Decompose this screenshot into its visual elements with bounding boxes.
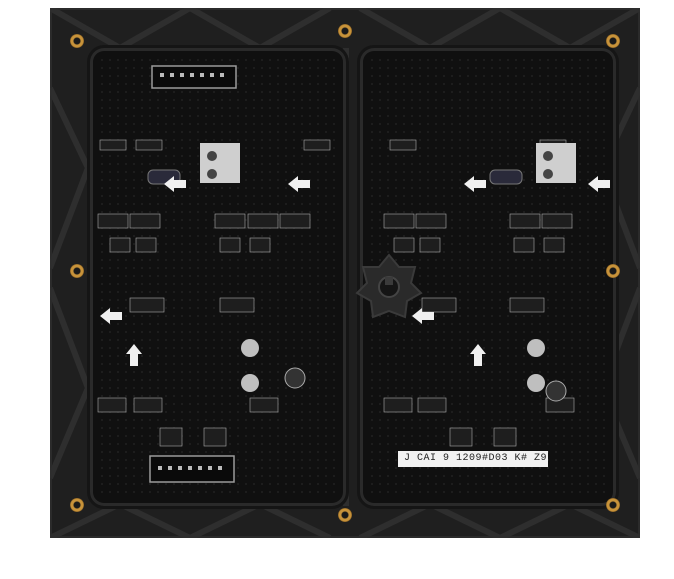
brass-insert xyxy=(338,24,352,38)
brass-insert xyxy=(70,34,84,48)
brass-insert xyxy=(70,264,84,278)
pcb-left-components xyxy=(97,58,336,496)
serial-sticker: J CAI 9 1209#D03 K# Z9 xyxy=(398,451,548,467)
brass-insert xyxy=(606,498,620,512)
pcb-right xyxy=(360,48,616,506)
brass-insert xyxy=(338,508,352,522)
center-mount-boss xyxy=(355,253,423,319)
pcb-left xyxy=(90,48,346,506)
brass-insert xyxy=(70,498,84,512)
brass-insert xyxy=(606,264,620,278)
brass-insert xyxy=(606,34,620,48)
panel-frame xyxy=(50,8,640,538)
